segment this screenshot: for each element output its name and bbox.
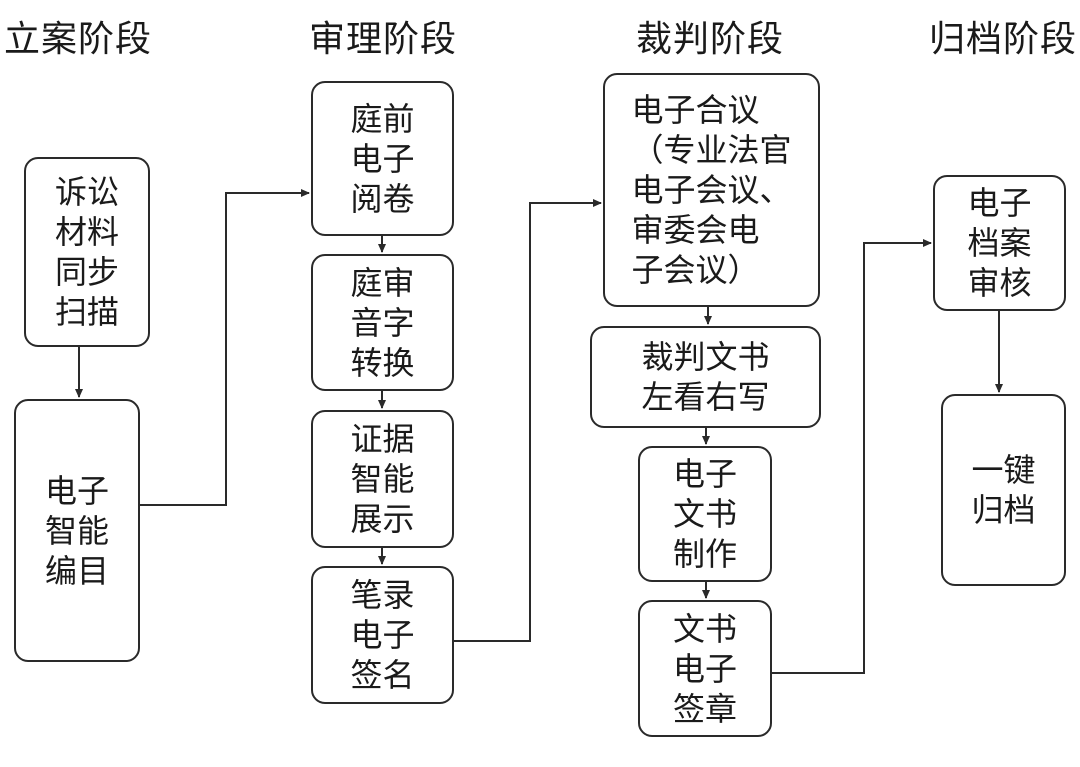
node-trial-transcription: 庭审 音字 转换 (311, 254, 454, 391)
node-archive-review-label: 电子 档案 审核 (967, 184, 1032, 302)
node-evidence-display: 证据 智能 展示 (311, 410, 454, 548)
node-one-click-archive: 一键 归档 (941, 394, 1066, 586)
node-judgment-writing-label: 裁判文书 左看右写 (641, 338, 770, 416)
node-archive-review: 电子 档案 审核 (933, 175, 1066, 311)
node-trial-transcription-label: 庭审 音字 转换 (350, 263, 415, 382)
node-e-meeting-label: 电子合议 （专业法官 电子会议、 审委会电 子会议） (631, 91, 792, 289)
node-filing-scan: 诉讼 材料 同步 扫描 (24, 157, 150, 347)
node-e-catalog-label: 电子 智能 编目 (44, 471, 109, 590)
node-one-click-archive-label: 一键 归档 (971, 451, 1036, 529)
node-pretrial-reading-label: 庭前 电子 阅卷 (350, 99, 415, 218)
stage-title-filing: 立案阶段 (3, 19, 153, 60)
stage-title-judgment: 裁判阶段 (635, 19, 785, 60)
arrow-seal-to-review (772, 239, 932, 674)
node-record-esign-label: 笔录 电子 签名 (350, 576, 415, 694)
node-judgment-writing: 裁判文书 左看右写 (590, 326, 821, 428)
node-evidence-display-label: 证据 智能 展示 (350, 420, 415, 538)
node-e-meeting: 电子合议 （专业法官 电子会议、 审委会电 子会议） (603, 73, 820, 307)
arrow-catalog-to-pretrial (140, 189, 310, 506)
node-document-eseal-label: 文书 电子 签章 (672, 609, 737, 728)
node-filing-scan-label: 诉讼 材料 同步 扫描 (54, 173, 119, 331)
node-pretrial-reading: 庭前 电子 阅卷 (311, 81, 454, 236)
node-e-document-making: 电子 文书 制作 (638, 446, 772, 582)
stage-title-archive: 归档阶段 (928, 19, 1078, 60)
node-e-catalog: 电子 智能 编目 (14, 399, 140, 662)
stage-title-trial: 审理阶段 (308, 19, 458, 60)
arrow-record-to-meeting (454, 199, 602, 642)
node-e-document-making-label: 电子 文书 制作 (672, 455, 737, 573)
node-record-esign: 笔录 电子 签名 (311, 566, 454, 704)
node-document-eseal: 文书 电子 签章 (638, 600, 772, 737)
